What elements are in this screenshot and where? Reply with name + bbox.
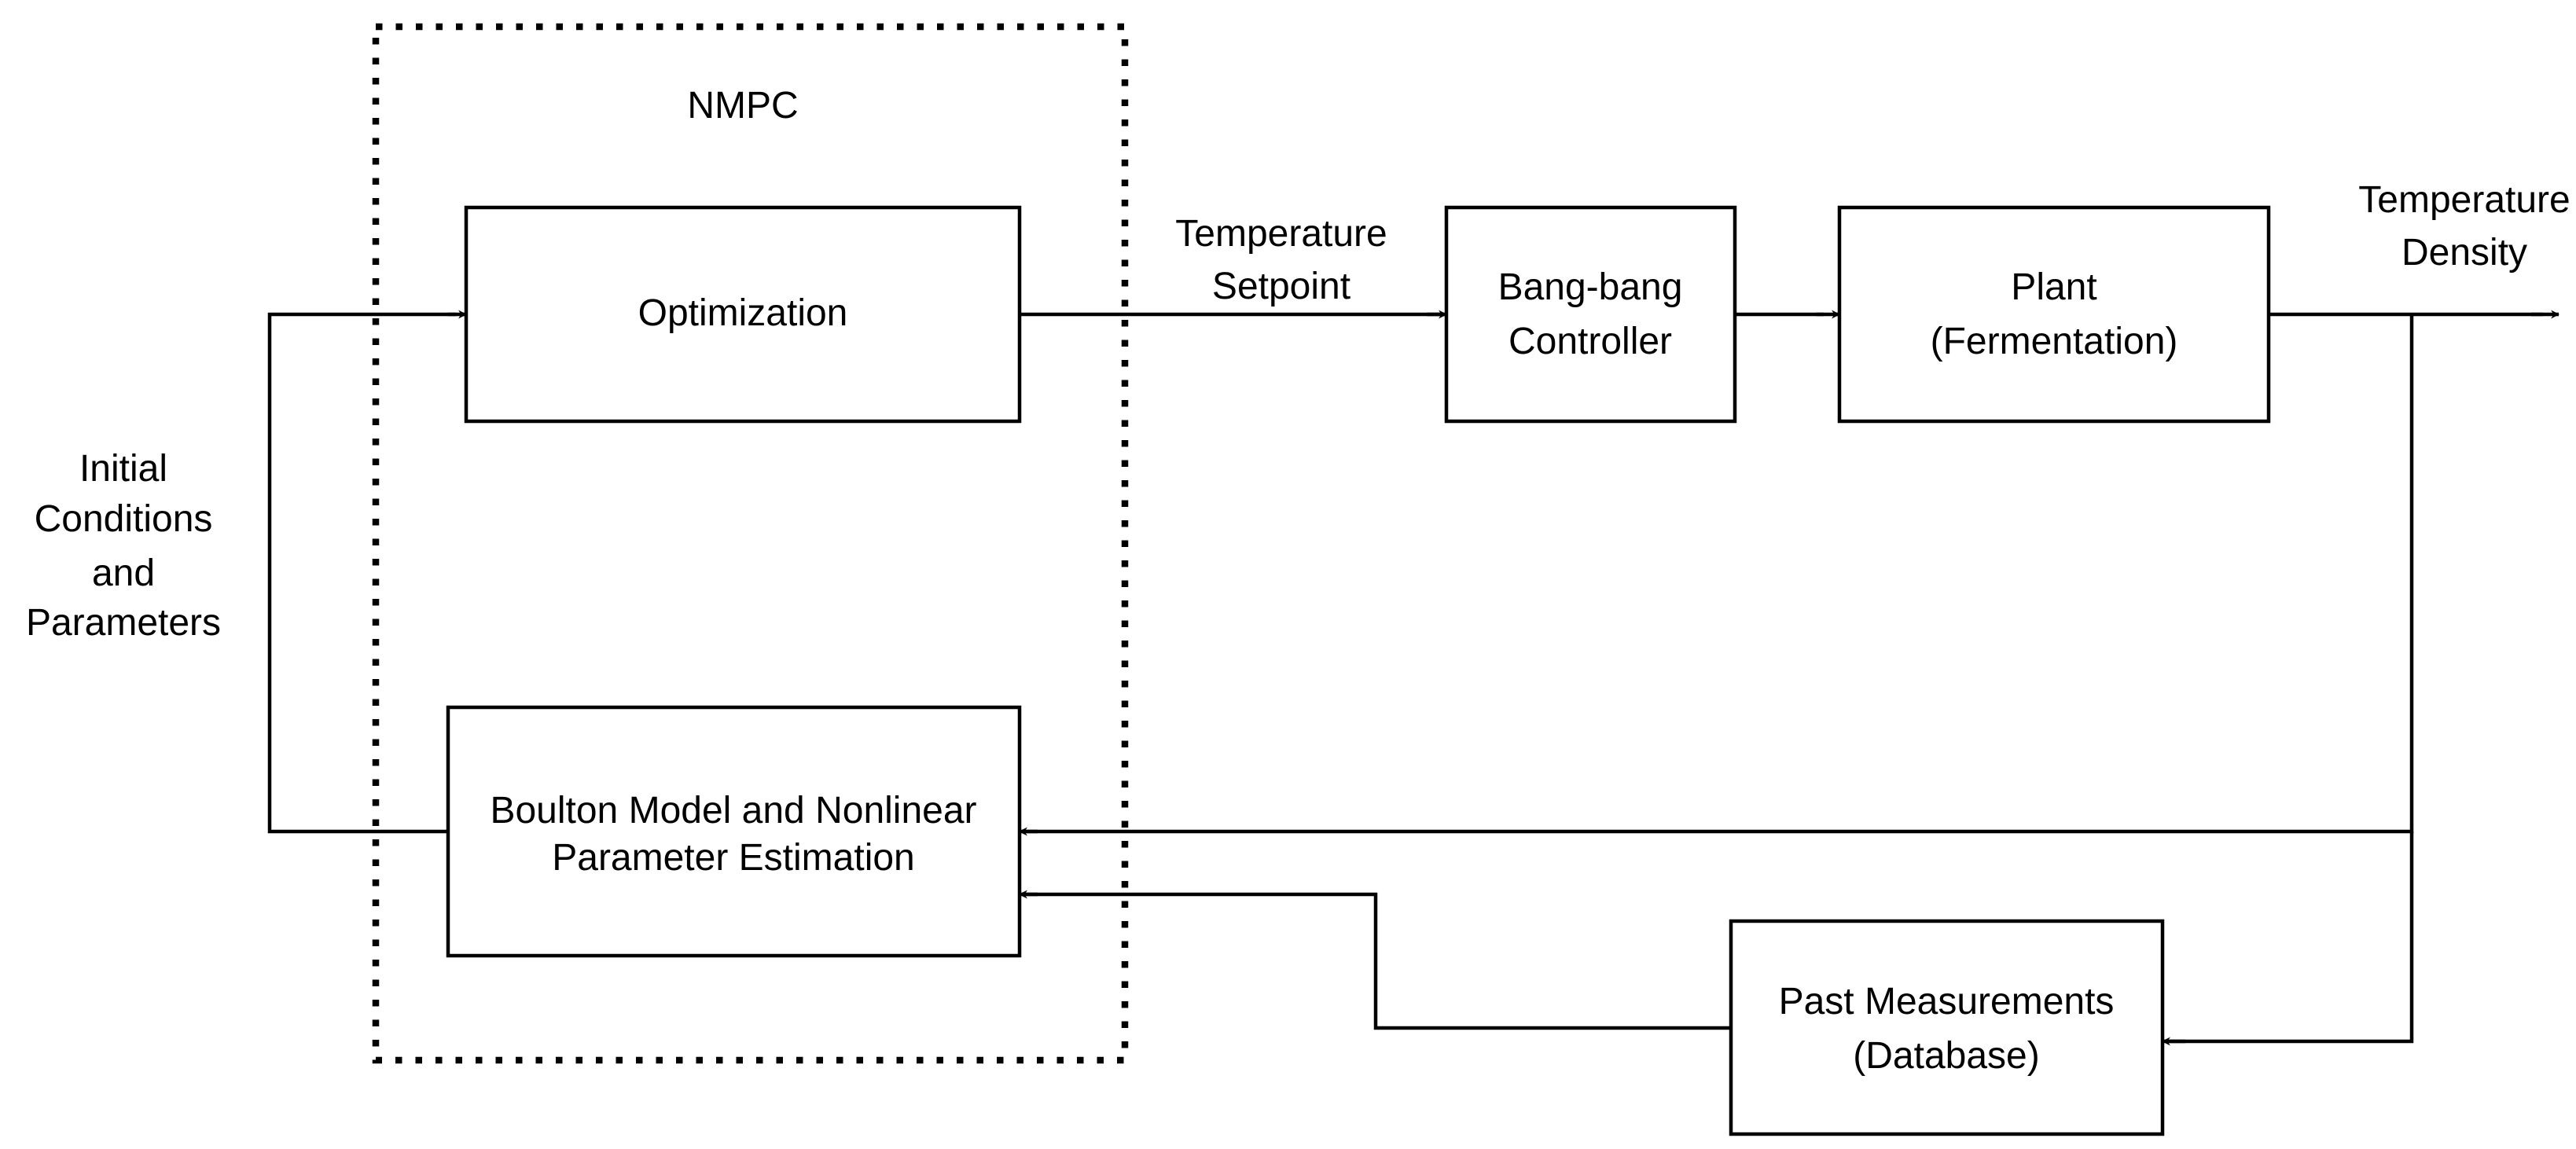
bang-bang-label-line1: Bang-bang	[1498, 266, 1683, 308]
boulton-model-block: Boulton Model and Nonlinear Parameter Es…	[446, 705, 1022, 958]
output-to-database-line	[2170, 831, 2414, 1044]
past-measurements-label-line1: Past Measurements	[1779, 981, 2115, 1022]
initial-label-line3: and	[92, 552, 155, 594]
nmpc-label: NMPC	[687, 85, 798, 127]
initial-label-line2: Conditions	[35, 498, 213, 540]
optimization-block: Optimization	[464, 205, 1022, 424]
plant-label-line1: Plant	[2011, 266, 2096, 308]
output-label-line1: Temperature	[2358, 179, 2570, 221]
past-measurements-block: Past Measurements (Database)	[1729, 919, 2165, 1136]
bang-bang-label-line2: Controller	[1508, 321, 1672, 362]
nmpc-group-border	[372, 23, 1129, 1064]
plant-block: Plant (Fermentation)	[1837, 205, 2271, 424]
output-label-line2: Density	[2401, 232, 2527, 273]
model-to-optimization-loop-line	[267, 312, 456, 834]
setpoint-label-line1: Temperature	[1175, 213, 1387, 255]
initial-label-line4: Parameters	[26, 602, 221, 644]
setpoint-label-line2: Setpoint	[1212, 266, 1350, 307]
optimization-label: Optimization	[638, 292, 848, 334]
boulton-model-label-line2: Parameter Estimation	[552, 837, 915, 879]
past-measurements-label-line2: (Database)	[1853, 1035, 2039, 1077]
initial-label-line1: Initial	[79, 448, 167, 490]
database-to-model-line	[1022, 892, 1731, 1030]
bang-bang-controller-block: Bang-bang Controller	[1444, 205, 1737, 424]
plant-label-line2: (Fermentation)	[1931, 321, 2178, 362]
boulton-model-label-line1: Boulton Model and Nonlinear	[490, 790, 976, 831]
